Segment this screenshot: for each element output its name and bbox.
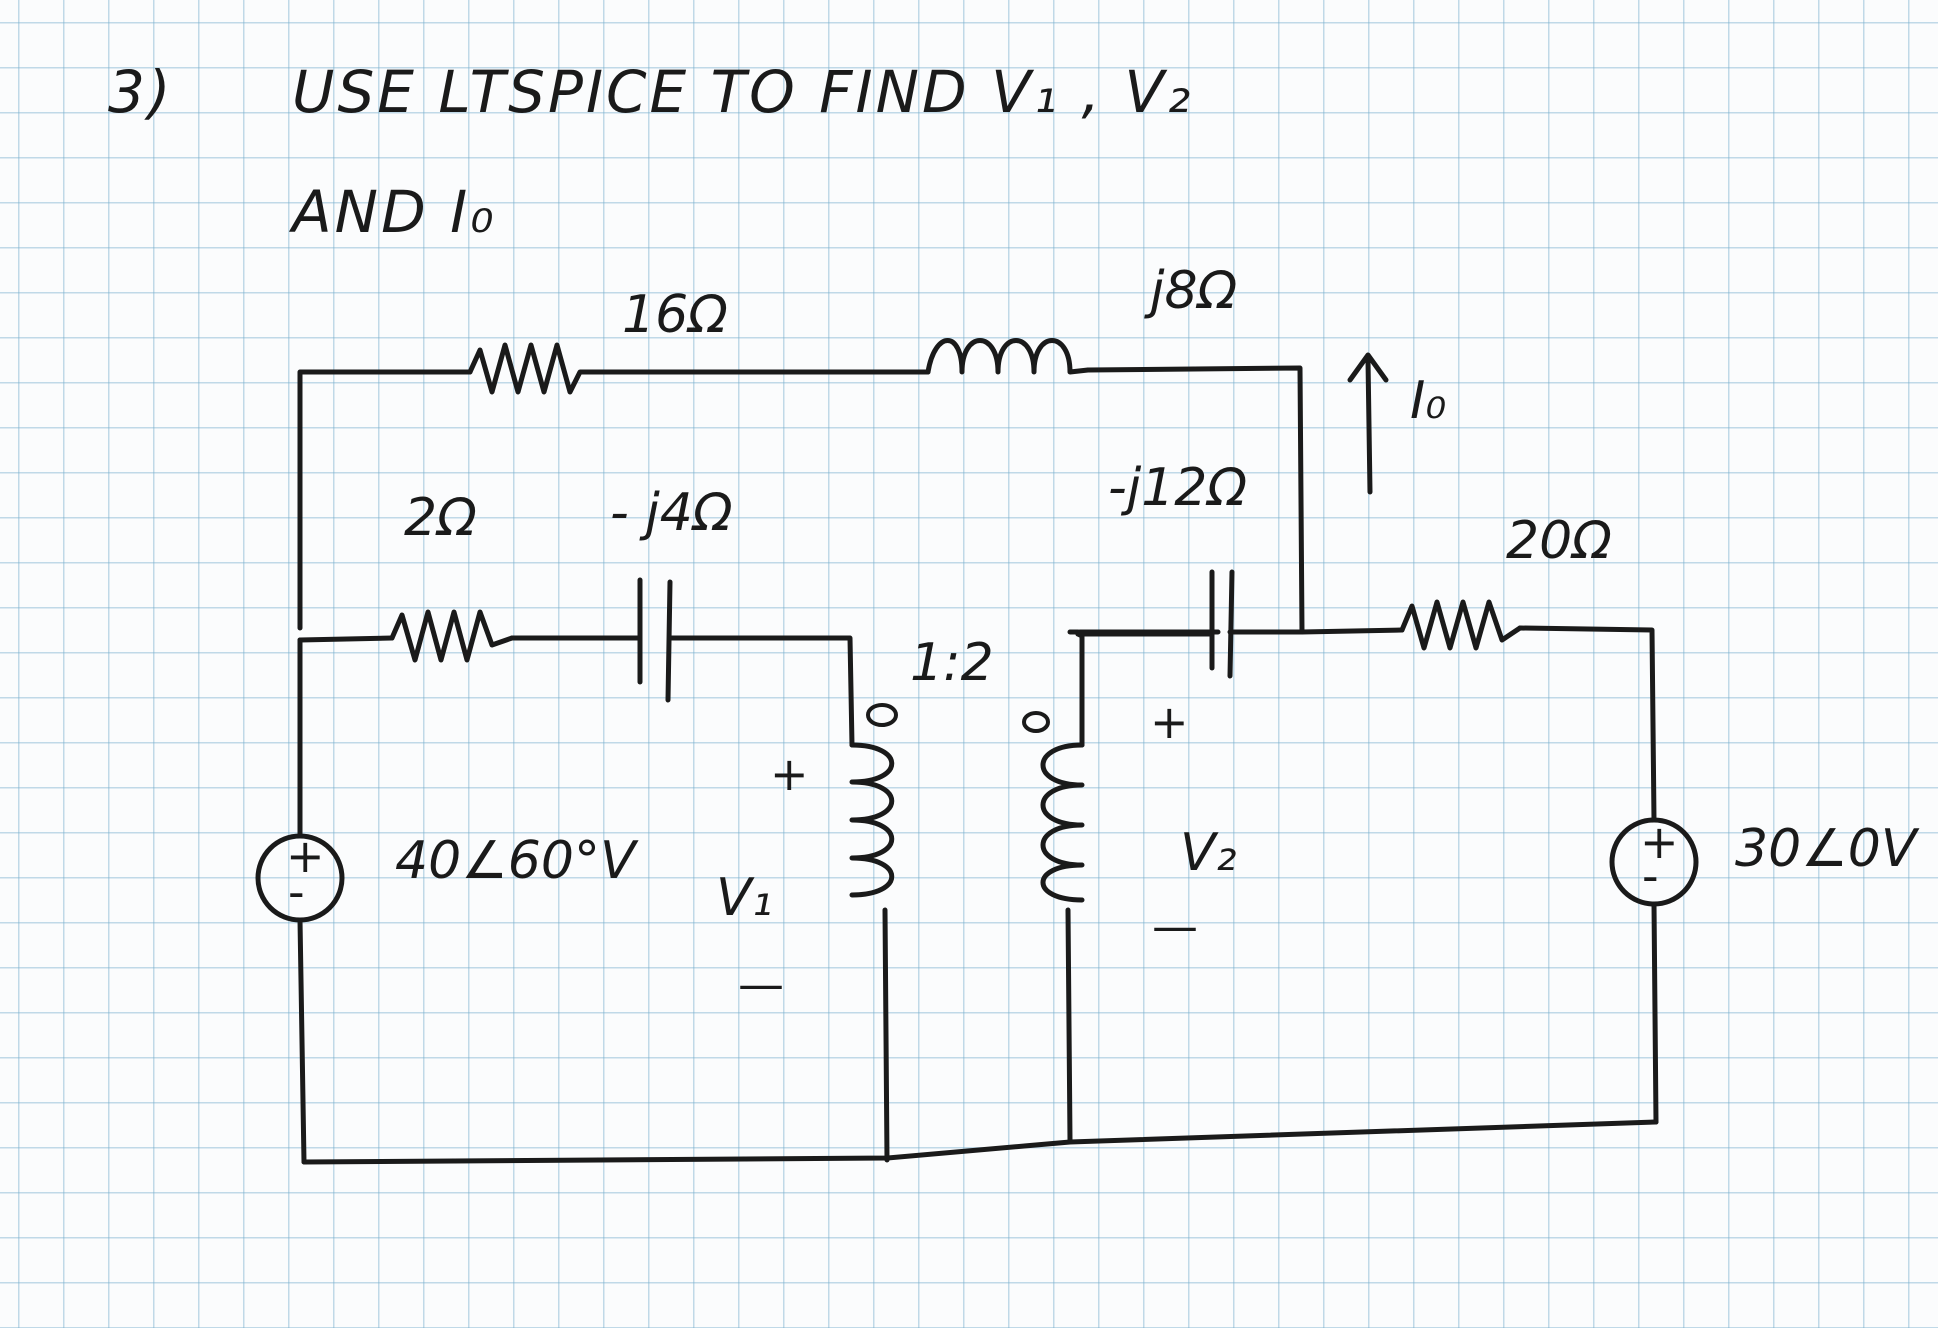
source-left-minus-sign: - [288,865,305,919]
capacitor-minus-j4-ohm [637,577,673,703]
capacitor-minus-j12-ohm [1075,569,1305,748]
resistor-2-ohm [389,609,515,663]
voltage-source-right [1609,817,1699,1125]
label-16-ohm: 16Ω [622,285,728,345]
label-source-right: 30∠0V [1735,819,1920,879]
label-20-ohm: 20Ω [1506,511,1612,571]
label-current-i0: I₀ [1410,371,1446,431]
v1-minus-sign: — [738,957,784,1011]
polarity-dot-primary [866,703,898,727]
v2-plus-sign: + [1150,695,1189,749]
label-j8-ohm: j8Ω [1144,261,1238,321]
label-minus-j12-ohm: -j12Ω [1108,458,1247,518]
label-v1: V₁ [716,868,772,928]
source-right-minus-sign: - [1642,849,1659,903]
source-right-plus-sign: + [1640,815,1679,869]
inductor-j8-ohm [925,338,1091,375]
resistor-20-ohm [1399,599,1523,651]
problem-number: 3) [108,58,174,126]
label-v2: V₂ [1180,823,1237,883]
label-source-left: 40∠60°V [395,831,639,891]
label-2-ohm: 2Ω [404,488,477,548]
voltage-source-left [255,637,345,1165]
label-turns-ratio: 1:2 [910,633,994,693]
transformer-secondary-coil [1040,742,1085,1143]
resistor-16-ohm [467,342,595,395]
problem-text-line1: USE LTSPICE TO FIND V₁ , V₂ [292,58,1193,126]
source-left-plus-sign: + [286,829,325,883]
v2-minus-sign: — [1152,899,1198,953]
polarity-dot-secondary [1022,711,1050,733]
transformer-primary-coil [849,742,895,1163]
bottom-wire [301,1119,1659,1165]
label-minus-j4-ohm: - j4Ω [610,483,733,543]
current-arrow-up [1347,352,1389,495]
top-branch-wire [297,365,1305,635]
v1-plus-sign: + [770,747,809,801]
problem-text-line2: AND I₀ [288,178,497,246]
